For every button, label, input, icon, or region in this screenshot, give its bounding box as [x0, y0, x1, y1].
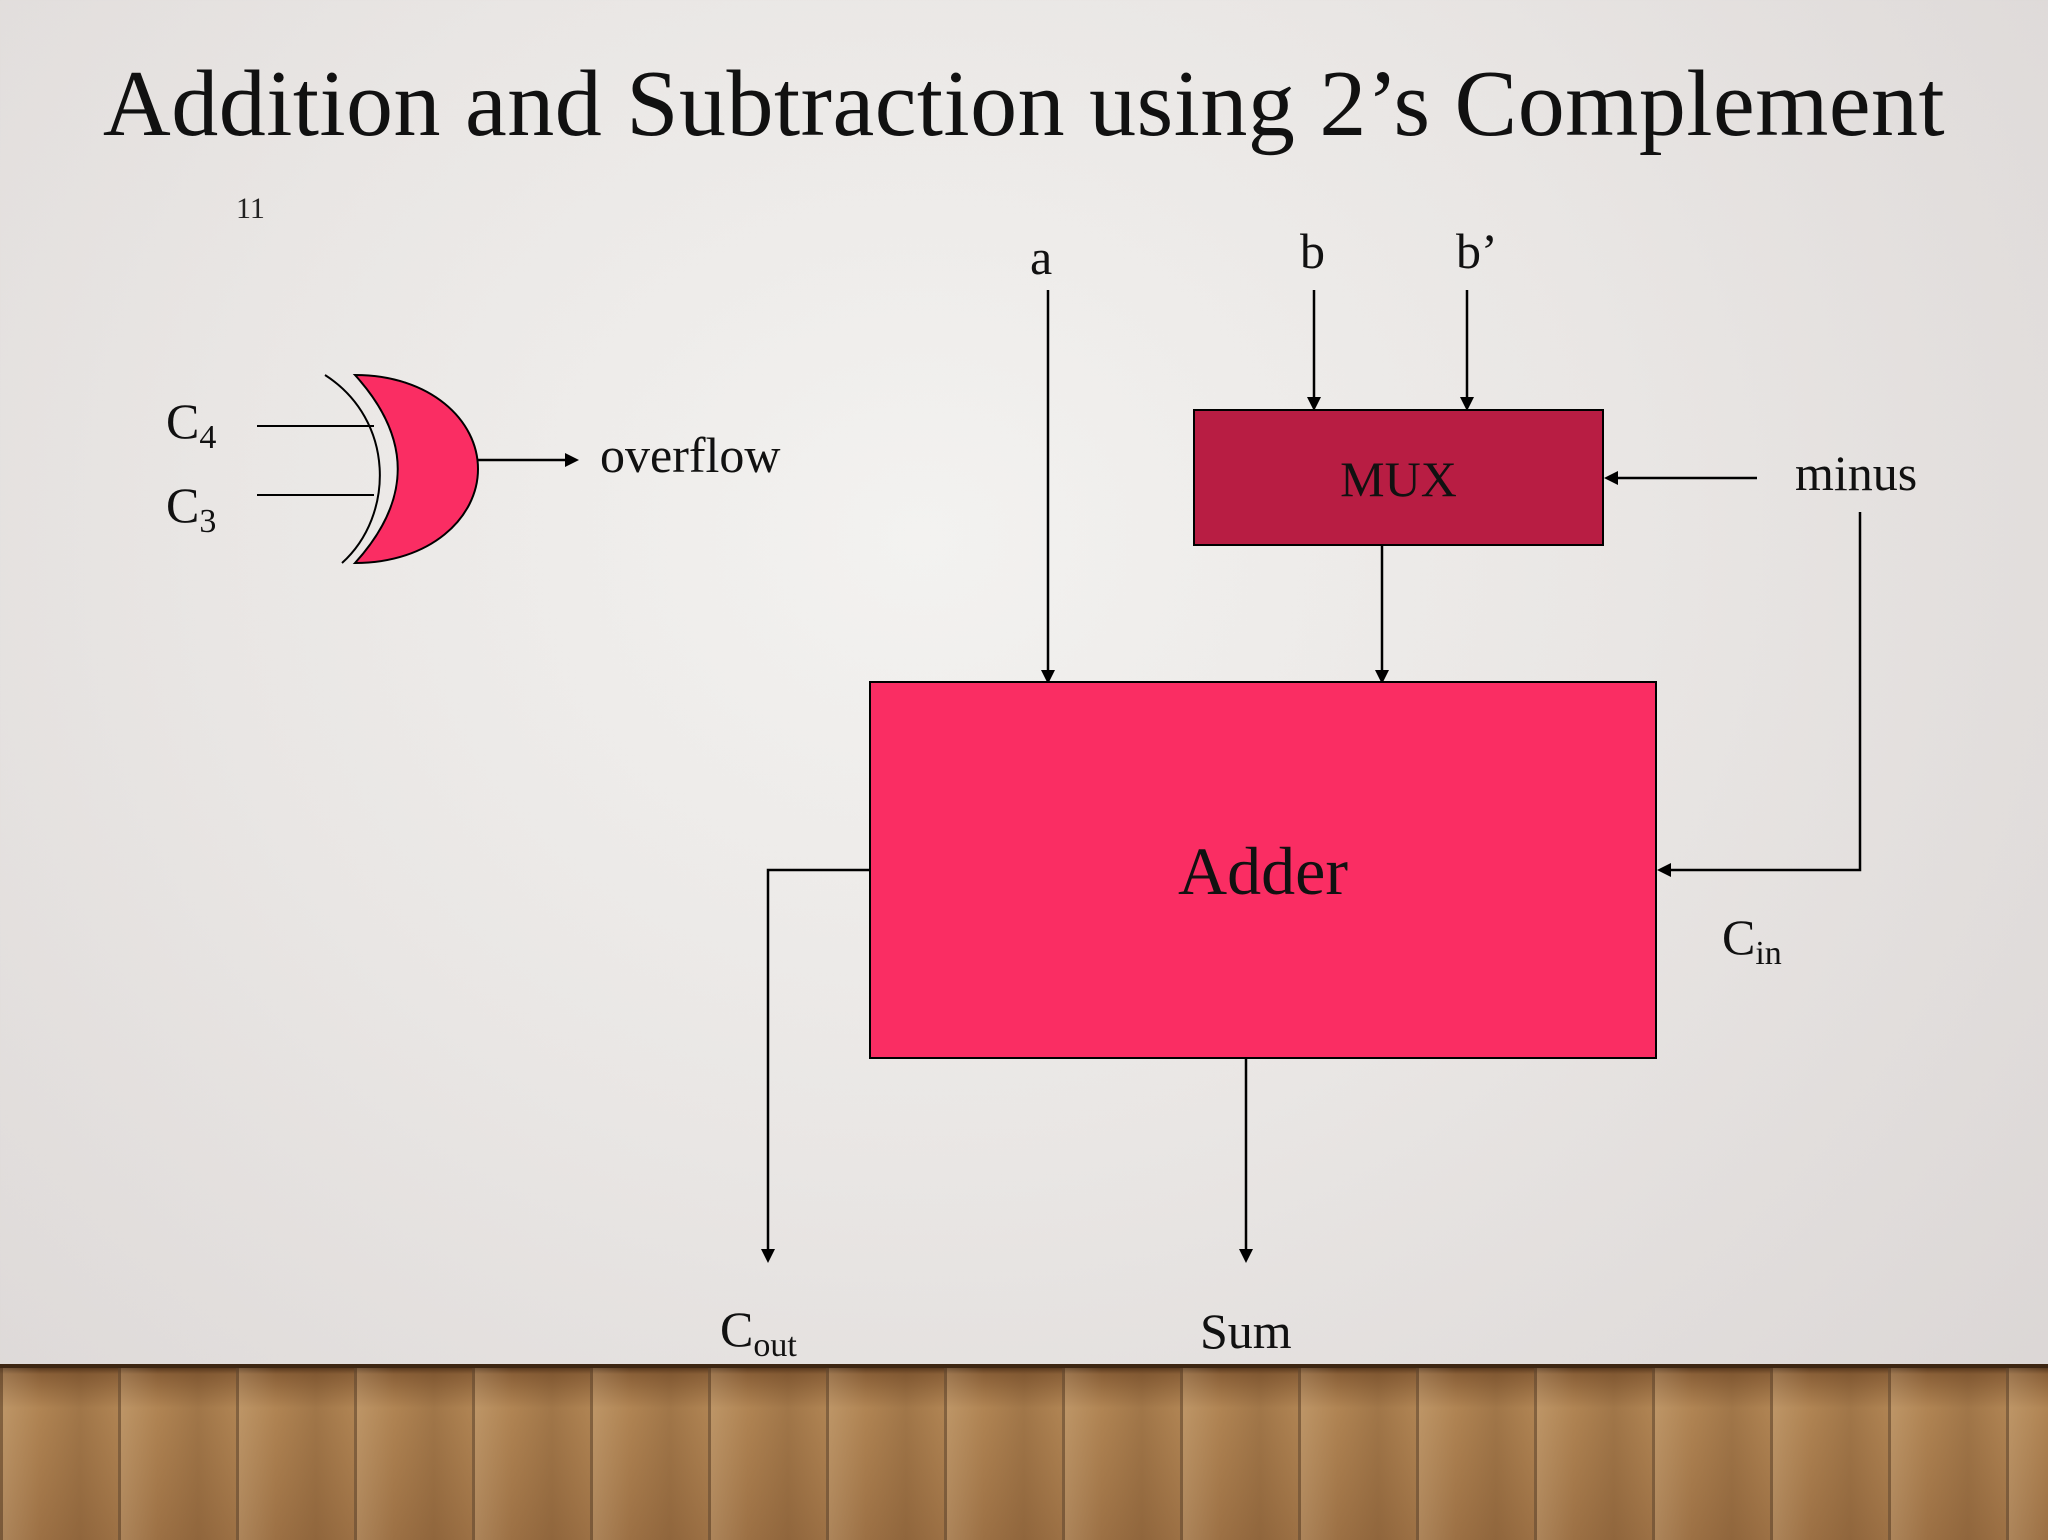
cin-wire: [1657, 512, 1862, 877]
page-number: 11: [236, 192, 265, 225]
wooden-floor: [0, 1364, 2048, 1540]
xor-gate-input-curve: [324, 374, 381, 564]
minus-label: minus: [1795, 445, 1918, 501]
cout-wire: [761, 868, 870, 1263]
mux-label: MUX: [1340, 451, 1457, 507]
mux-block: [1193, 409, 1604, 546]
sum-label: Sum: [1200, 1303, 1292, 1359]
cin-label: Cin: [1722, 909, 1782, 972]
cout-label: Cout: [720, 1301, 797, 1364]
b-prime-label: b’: [1456, 223, 1498, 279]
c3-label: C3: [166, 477, 217, 540]
slide-title: Addition and Subtraction using 2’s Compl…: [102, 52, 1946, 156]
overflow-label: overflow: [600, 427, 781, 483]
adder-block: [869, 681, 1657, 1059]
a-label: a: [1030, 229, 1053, 285]
b-label: b: [1300, 223, 1325, 279]
xor-gate-body: [352, 373, 480, 565]
c4-label: C4: [166, 393, 217, 456]
adder-label: Adder: [1178, 833, 1348, 909]
